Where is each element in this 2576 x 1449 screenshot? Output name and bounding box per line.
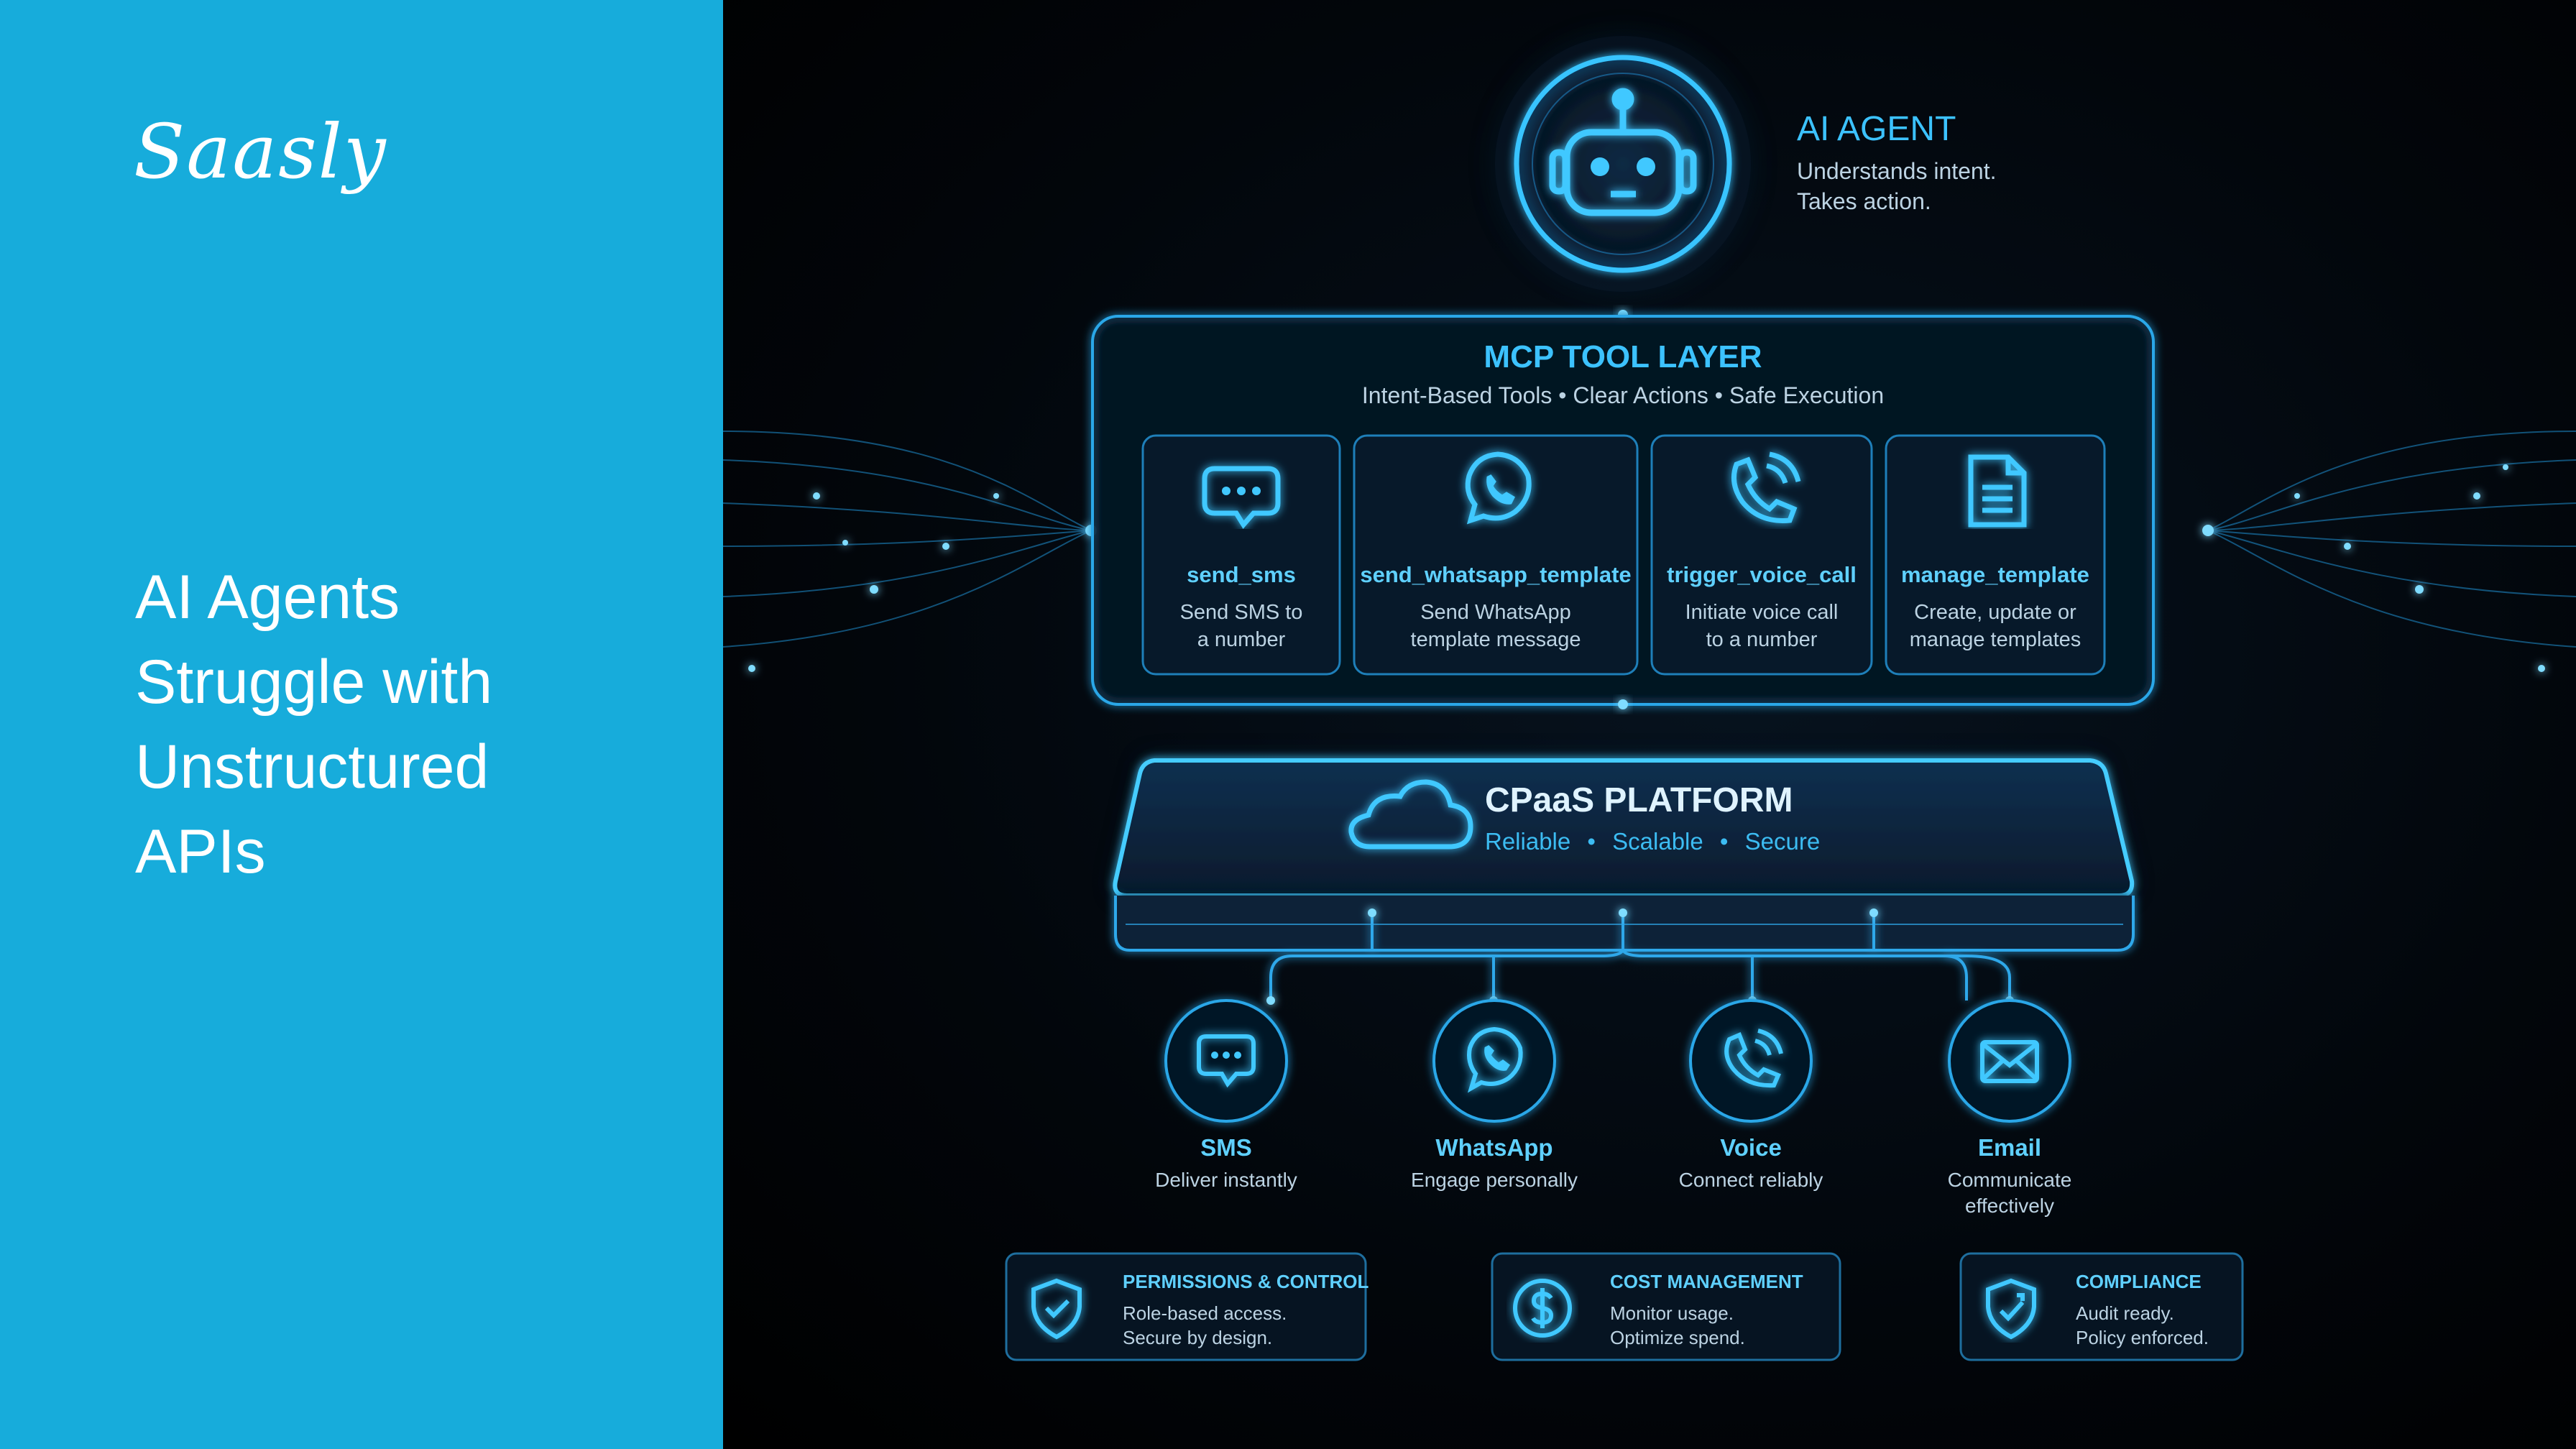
feature-line-1: Monitor usage. <box>1610 1302 1734 1324</box>
tool-card-frames <box>1141 434 2106 676</box>
phone-call-icon <box>1731 451 1801 523</box>
tool-desc-1: Send SMS to <box>1179 601 1303 624</box>
feature-line-2: Policy enforced. <box>2076 1327 2209 1348</box>
tool-card-send-sms[interactable]: send_sms Send SMS to a number <box>1143 436 1340 674</box>
document-icon <box>1968 454 2027 528</box>
feature-title: PERMISSIONS & CONTROL <box>1123 1271 1369 1292</box>
feature-title: COMPLIANCE <box>2076 1271 2202 1292</box>
channel-desc: Connect reliably <box>1678 1169 1823 1191</box>
agent-desc-2: Takes action. <box>1797 188 1931 214</box>
tool-name: send_whatsapp_template <box>1360 562 1632 587</box>
channel-name-sms: SMS <box>1200 1134 1252 1161</box>
tool-desc-2: manage templates <box>1909 628 2082 651</box>
tool-desc-2: template message <box>1410 628 1581 651</box>
agent-desc-1: Understands intent. <box>1797 158 1997 184</box>
whatsapp-icon <box>1465 451 1532 525</box>
robot-eyes <box>1591 157 1655 176</box>
feature-title: COST MANAGEMENT <box>1610 1271 1803 1292</box>
left-panel: Saasly AI Agents Struggle with Unstructu… <box>0 0 723 1449</box>
left-data-streams <box>723 431 1092 648</box>
channel-connectors <box>1269 913 2184 1000</box>
brand-logo: Saasly <box>134 108 387 196</box>
channel-branches <box>1945 954 2011 1000</box>
diagram-graphics <box>723 36 2576 1361</box>
mcp-title: MCP TOOL LAYER <box>1484 339 1762 374</box>
phone-call-icon <box>1724 1029 1783 1088</box>
tool-name: manage_template <box>1901 562 2089 587</box>
whatsapp-icon <box>1467 1026 1523 1093</box>
agent-title: AI AGENT <box>1797 110 1956 148</box>
channel-name-email: Email <box>1977 1134 2042 1161</box>
right-data-streams <box>2207 431 2576 648</box>
headline-line: AI Agents <box>135 563 400 632</box>
feature-cost-management: COST MANAGEMENT Monitor usage. Optimize … <box>1492 1254 1840 1360</box>
platform-title: CPaaS PLATFORM <box>1485 781 1793 819</box>
platform-tag-scalable: Scalable <box>1612 828 1703 855</box>
tool-card-manage-template[interactable]: manage_template Create, update or manage… <box>1886 436 2104 674</box>
tool-desc-1: Initiate voice call <box>1685 601 1839 624</box>
channel-desc: Engage personally <box>1411 1169 1578 1191</box>
architecture-illustration: AI AGENT Understands intent. Takes actio… <box>723 0 2576 1449</box>
headline-line: Struggle with <box>135 648 493 717</box>
channel-desc: Deliver instantly <box>1155 1169 1297 1191</box>
headline: AI Agents Struggle with Unstructured API… <box>135 555 681 894</box>
stream-particles <box>748 464 2545 672</box>
agent-orb <box>1495 36 1751 292</box>
feature-compliance: COMPLIANCE Audit ready. Policy enforced. <box>1961 1254 2242 1360</box>
shield-compliance-icon <box>1986 1278 2036 1340</box>
envelope-icon <box>1980 1040 2039 1083</box>
tool-name: trigger_voice_call <box>1667 562 1857 587</box>
channel-desc-2: effectively <box>1965 1195 2054 1217</box>
cloud-icon <box>1348 779 1473 850</box>
headline-line: Unstructured <box>135 732 489 801</box>
dollar-icon <box>1513 1279 1572 1338</box>
channel-circles <box>1164 999 2071 1123</box>
mcp-subtitle: Intent-Based Tools • Clear Actions • Saf… <box>1361 382 1885 408</box>
platform-tag-secure: Secure <box>1744 828 1821 855</box>
tool-name: send_sms <box>1187 562 1296 587</box>
chat-bubble-icon <box>1202 466 1281 529</box>
tool-desc-2: a number <box>1197 628 1286 651</box>
tool-desc-1: Create, update or <box>1914 601 2076 624</box>
channel-desc: Communicate <box>1947 1169 2072 1191</box>
channel-name-voice: Voice <box>1720 1134 1782 1161</box>
feature-permissions-control: PERMISSIONS & CONTROL Role-based access.… <box>1006 1254 1369 1360</box>
headline-line: APIs <box>135 817 266 886</box>
tool-card-trigger-voice-call[interactable]: trigger_voice_call Initiate voice call t… <box>1652 436 1872 674</box>
channel-name-whatsapp: WhatsApp <box>1435 1134 1553 1161</box>
shield-check-icon <box>1031 1278 1082 1340</box>
tool-desc-1: Send WhatsApp <box>1420 601 1571 624</box>
platform-tags: Reliable • Scalable • Secure <box>1485 828 1821 855</box>
feature-line-1: Role-based access. <box>1123 1302 1287 1324</box>
platform-tag-reliable: Reliable <box>1485 828 1571 855</box>
robot-icon <box>1549 88 1697 216</box>
tool-desc-2: to a number <box>1706 628 1818 651</box>
feature-box-frames <box>1005 1252 2244 1361</box>
feature-line-2: Secure by design. <box>1123 1327 1273 1348</box>
chat-bubble-icon <box>1197 1034 1256 1088</box>
feature-line-2: Optimize spend. <box>1610 1327 1745 1348</box>
tool-card-send-whatsapp-template[interactable]: send_whatsapp_template Send WhatsApp tem… <box>1354 436 1637 674</box>
feature-line-1: Audit ready. <box>2076 1302 2174 1324</box>
